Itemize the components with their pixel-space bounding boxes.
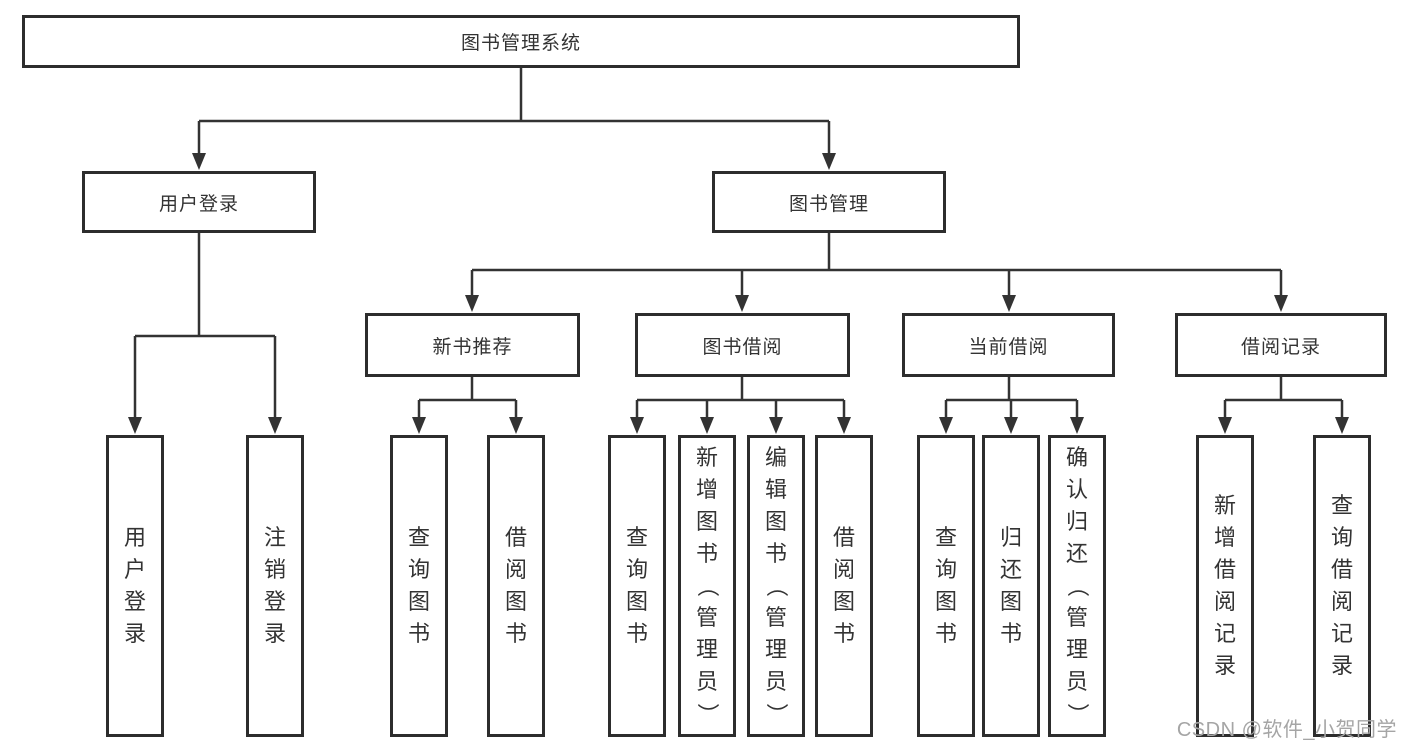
leaf-edit-books-admin: 编辑图书（管理员） <box>747 435 805 737</box>
node-current-borrowing: 当前借阅 <box>902 313 1115 377</box>
node-book-borrowing: 图书借阅 <box>635 313 850 377</box>
node-book-management: 图书管理 <box>712 171 946 233</box>
csdn-watermark: CSDN @软件_小贺同学 <box>1176 719 1397 741</box>
node-new-book-recommend: 新书推荐 <box>365 313 580 377</box>
leaf-query-books-recommend: 查询图书 <box>390 435 448 737</box>
leaf-confirm-return-admin: 确认归还（管理员） <box>1048 435 1106 737</box>
leaf-query-books-borrow: 查询图书 <box>608 435 666 737</box>
leaf-logout: 注销登录 <box>246 435 304 737</box>
leaf-borrow-books: 借阅图书 <box>815 435 873 737</box>
leaf-query-books-current: 查询图书 <box>917 435 975 737</box>
leaf-borrow-books-recommend: 借阅图书 <box>487 435 545 737</box>
node-user-login: 用户登录 <box>82 171 316 233</box>
leaf-user-login: 用户登录 <box>106 435 164 737</box>
node-root-system: 图书管理系统 <box>22 15 1020 68</box>
leaf-return-books: 归还图书 <box>982 435 1040 737</box>
tree-edges <box>133 68 1344 420</box>
node-borrowing-records: 借阅记录 <box>1175 313 1387 377</box>
leaf-add-borrow-record: 新增借阅记录 <box>1196 435 1254 737</box>
leaf-query-borrow-record: 查询借阅记录 <box>1313 435 1371 737</box>
leaf-add-books-admin: 新增图书（管理员） <box>678 435 736 737</box>
